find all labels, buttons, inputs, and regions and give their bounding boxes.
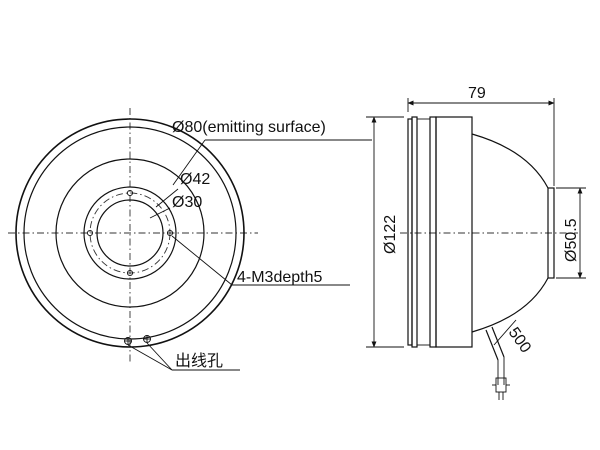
cable-hole-label: 出线孔 <box>175 352 223 370</box>
d42-leader <box>155 188 179 208</box>
d42-label: Ø42 <box>180 171 210 188</box>
opening-outer-circle <box>83 186 177 280</box>
emitting-surface-circle <box>55 158 205 308</box>
cable-len-leader <box>493 319 517 346</box>
height-dim-label: Ø122 <box>382 215 399 254</box>
pitch-circle <box>89 192 171 274</box>
outer-inner-circle <box>23 126 237 340</box>
rear-dim-label: Ø50.5 <box>563 218 580 262</box>
d30-leader <box>149 207 171 219</box>
side-view: 79 Ø122 Ø50.5 500 <box>366 85 586 400</box>
front-ring <box>407 118 413 346</box>
cable-hole-leader-2 <box>146 342 173 371</box>
cable-length-label: 500 <box>505 325 534 357</box>
mounting-holes-label: 4-M3depth5 <box>237 269 322 286</box>
main-body <box>435 116 473 348</box>
mounting-hole <box>86 229 94 237</box>
cable-connector <box>495 377 507 393</box>
emitting-surface-label: Ø80(emitting surface) <box>172 119 326 136</box>
rear-stub <box>547 187 555 279</box>
front-view: Ø80(emitting surface) Ø42 Ø30 4-M3depth5… <box>8 108 372 371</box>
dome-bottom <box>471 277 549 333</box>
opening-inner-circle <box>96 199 164 267</box>
groove-band <box>429 116 437 348</box>
dome-top <box>471 133 549 189</box>
cable <box>485 326 510 400</box>
mounting-hole <box>126 269 134 277</box>
cable-hole-leader <box>127 344 173 371</box>
holes-leader <box>171 235 233 286</box>
width-dim-label: 79 <box>468 85 486 102</box>
mounting-hole <box>166 229 174 237</box>
outer-circle <box>15 118 245 348</box>
mounting-hole <box>126 189 134 197</box>
emitting-leader <box>172 139 206 186</box>
cable-exit-holes <box>124 335 151 345</box>
d30-label: Ø30 <box>172 194 202 211</box>
front-ring-2 <box>411 116 418 348</box>
mounting-holes <box>86 189 174 277</box>
